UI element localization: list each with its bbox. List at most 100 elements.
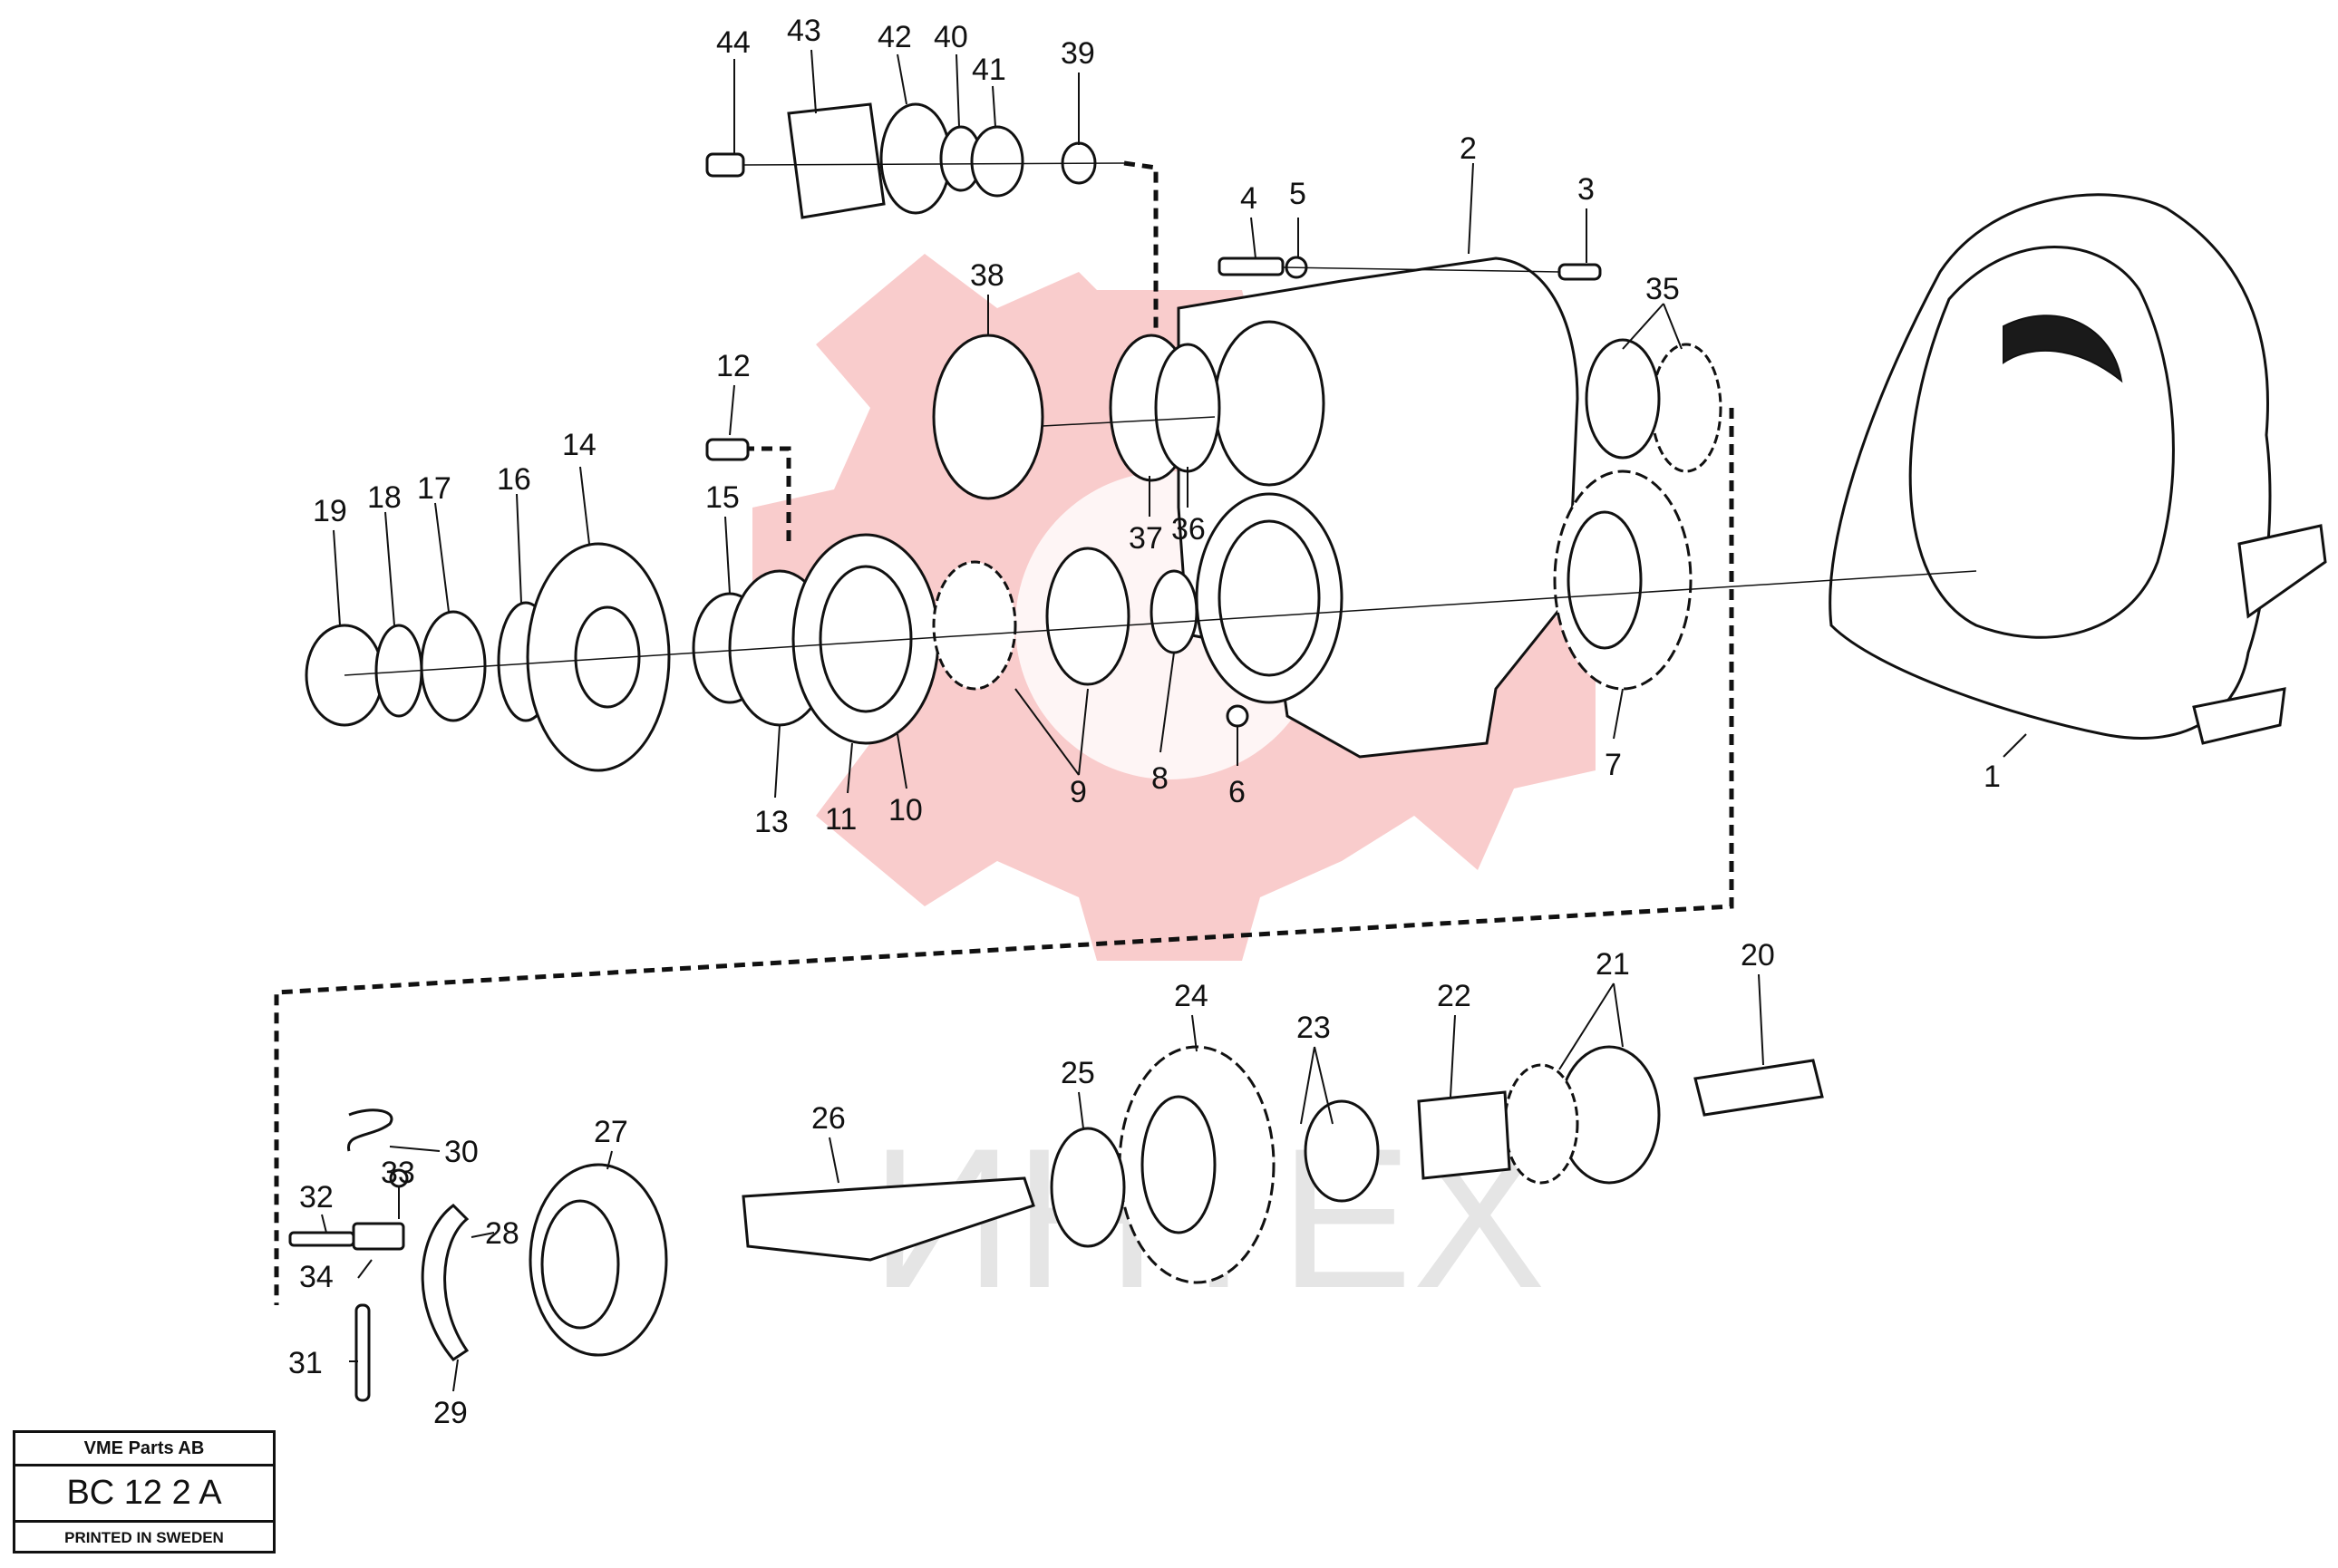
part-2-gear-case: [1177, 256, 1579, 759]
callout-29: 29: [433, 1396, 468, 1430]
leader-27: [606, 1150, 613, 1170]
callout-21: 21: [1596, 947, 1630, 982]
title-block-printed: PRINTED IN SWEDEN: [64, 1529, 224, 1546]
callout-leaders: [321, 49, 2027, 1392]
part-21-bearing-cone: [1503, 1063, 1579, 1185]
leader-18: [384, 511, 395, 626]
leader-12: [729, 384, 735, 436]
gear-case-bore-lower-inner: [1218, 519, 1321, 677]
dashed-leaders: [274, 160, 1734, 1305]
part-41-fitting: [970, 125, 1024, 198]
gear-7-hub: [1567, 510, 1643, 650]
part-25-washer: [1050, 1127, 1126, 1248]
part-8-spacer: [1150, 569, 1198, 654]
leader-25: [1078, 1091, 1084, 1129]
callout-16: 16: [497, 462, 531, 497]
axis-line-cover: [1042, 416, 1216, 427]
part-12-screw: [705, 438, 750, 461]
leader-41: [992, 85, 996, 128]
part-1-housing: [1829, 193, 2327, 745]
part-34-lever: [352, 1222, 405, 1251]
part-22-sleeve: [1417, 1090, 1511, 1180]
callout-27: 27: [594, 1115, 628, 1149]
part-27-sleeve-bore: [540, 1199, 620, 1330]
housing-arm: [2237, 524, 2327, 619]
callout-6: 6: [1228, 775, 1246, 809]
callout-30: 30: [444, 1135, 479, 1169]
callout-23: 23: [1296, 1011, 1331, 1045]
part-30-spring: [347, 1108, 393, 1152]
callout-25: 25: [1061, 1056, 1095, 1090]
callout-37: 37: [1129, 521, 1163, 556]
callout-42: 42: [878, 20, 912, 54]
leader-13: [774, 724, 781, 799]
part-31-pin: [354, 1303, 371, 1402]
leader-32: [321, 1214, 327, 1234]
leader-11: [847, 742, 853, 794]
part-3-pin: [1557, 263, 1602, 281]
leader-22: [1450, 1014, 1456, 1098]
dashed-leader-12: [743, 446, 791, 544]
housing-foot: [2192, 687, 2286, 745]
axis-line-bolt: [1282, 266, 1560, 273]
callout-10: 10: [888, 793, 923, 828]
part-26-shaft: [742, 1176, 1035, 1262]
callout-31: 31: [288, 1346, 323, 1380]
callout-4: 4: [1240, 181, 1257, 216]
callout-39: 39: [1061, 36, 1095, 71]
callout-8: 8: [1151, 761, 1169, 796]
callout-2: 2: [1460, 131, 1477, 166]
callout-7: 7: [1605, 748, 1622, 782]
part-17-lock-plate: [420, 610, 487, 722]
callout-36: 36: [1171, 512, 1206, 547]
callout-26: 26: [811, 1101, 846, 1136]
callout-9: 9: [1070, 775, 1087, 809]
part-9-bearing-cone: [932, 560, 1017, 691]
shaft-assembly: [288, 1045, 1824, 1402]
callout-41: 41: [972, 53, 1006, 87]
leader-9: [1014, 688, 1089, 776]
callout-5: 5: [1289, 177, 1306, 211]
leader-19: [333, 529, 341, 626]
callout-40: 40: [934, 20, 968, 54]
part-9-bearing-cup: [1045, 547, 1130, 686]
leader-29: [452, 1359, 459, 1392]
leader-16: [516, 493, 522, 604]
leader-40: [956, 53, 960, 128]
leader-43: [810, 49, 817, 114]
leader-8: [1159, 652, 1175, 753]
part-32-bolt: [288, 1231, 355, 1247]
bearing-35-cup: [1585, 338, 1661, 460]
axis-line-flange: [344, 570, 1977, 676]
dashed-leader-upper: [1123, 160, 1159, 353]
part-28-29-fork: [421, 1204, 470, 1361]
leader-23: [1300, 1046, 1334, 1125]
callout-labels: 1 2 3 4 5 6 7 8 9 10 11 12 13 14 15 16 1…: [288, 14, 2001, 1430]
callout-28: 28: [485, 1216, 519, 1251]
gear-case-bore-upper: [1213, 320, 1325, 487]
callout-11: 11: [825, 802, 857, 837]
part-35-bearing: [1585, 338, 1722, 473]
leader-20: [1758, 973, 1764, 1066]
part-14-flange-hub: [574, 605, 641, 709]
callout-13: 13: [754, 805, 789, 839]
part-43-plate: [787, 102, 886, 219]
callout-33: 33: [381, 1156, 415, 1190]
part-4-bolt: [1218, 256, 1285, 276]
leader-42: [897, 53, 907, 105]
leader-4: [1250, 217, 1256, 259]
cover-ring-assembly: [932, 334, 1221, 500]
callout-12: 12: [716, 349, 751, 383]
leader-17: [434, 502, 450, 613]
housing-shadow: [2003, 315, 2123, 383]
leader-35: [1622, 303, 1683, 350]
part-44-screw: [705, 152, 745, 178]
callout-1: 1: [1984, 760, 2001, 794]
part-6-plug: [1226, 704, 1249, 728]
callout-24: 24: [1174, 979, 1208, 1013]
title-block: VME Parts AB BC 12 2 A PRINTED IN SWEDEN: [13, 1430, 276, 1553]
part-33-screw: [389, 1168, 409, 1188]
leader-10: [897, 733, 907, 789]
callout-3: 3: [1577, 172, 1595, 207]
